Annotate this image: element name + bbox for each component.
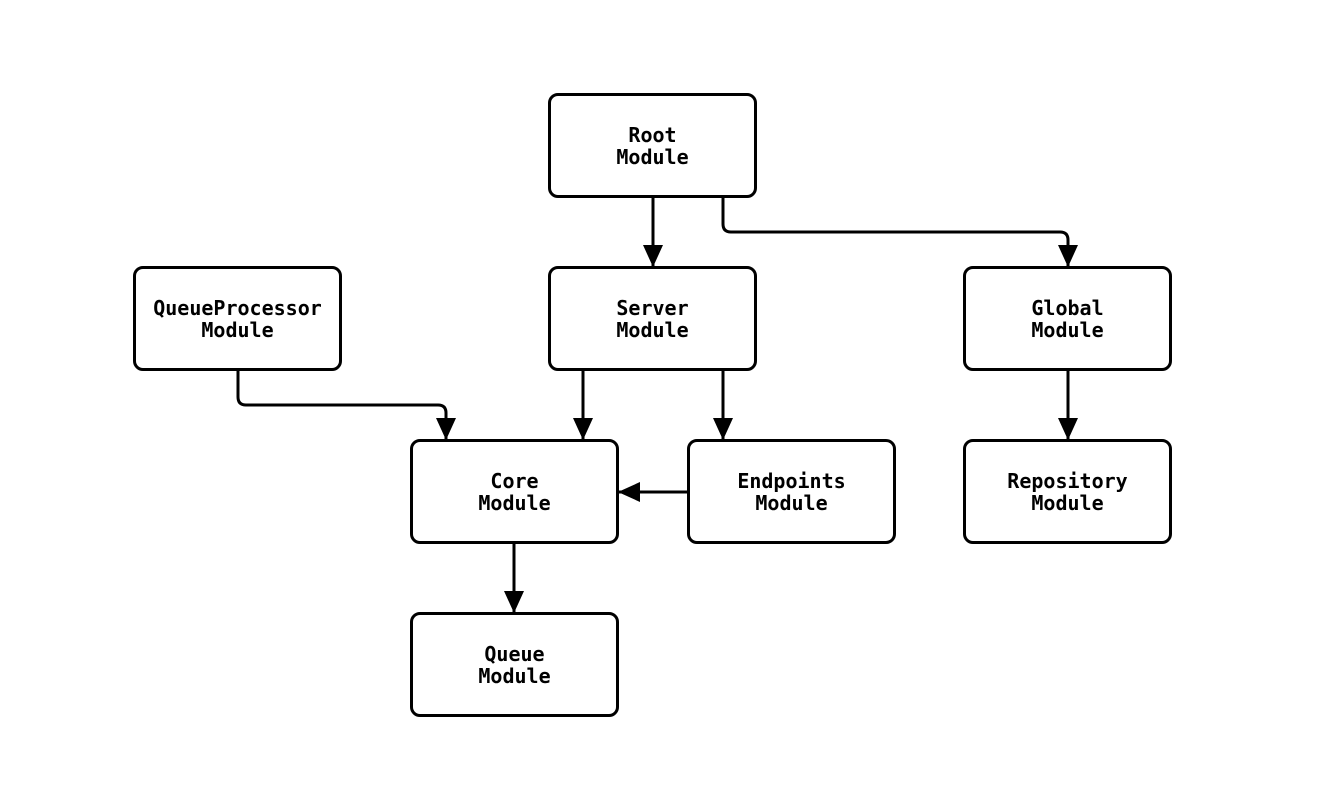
node-endpoints-module: Endpoints Module (687, 439, 896, 544)
edge-root-to-global (721, 196, 1078, 268)
node-queueprocessor-module-label: QueueProcessor Module (153, 295, 322, 342)
node-root-module: Root Module (548, 93, 757, 198)
node-core-module: Core Module (410, 439, 619, 544)
node-server-module: Server Module (548, 266, 757, 371)
node-server-module-label: Server Module (616, 295, 689, 342)
node-queueprocessor-module: QueueProcessor Module (133, 266, 342, 371)
node-root-module-label: Root Module (616, 122, 689, 169)
edge-queueprocessor-to-core (236, 369, 456, 441)
node-repository-module-label: Repository Module (1007, 468, 1128, 515)
node-global-module: Global Module (963, 266, 1172, 371)
node-queue-module: Queue Module (410, 612, 619, 717)
node-endpoints-module-label: Endpoints Module (737, 468, 846, 515)
node-core-module-label: Core Module (478, 468, 551, 515)
node-queue-module-label: Queue Module (478, 641, 551, 688)
node-global-module-label: Global Module (1031, 295, 1104, 342)
node-repository-module: Repository Module (963, 439, 1172, 544)
